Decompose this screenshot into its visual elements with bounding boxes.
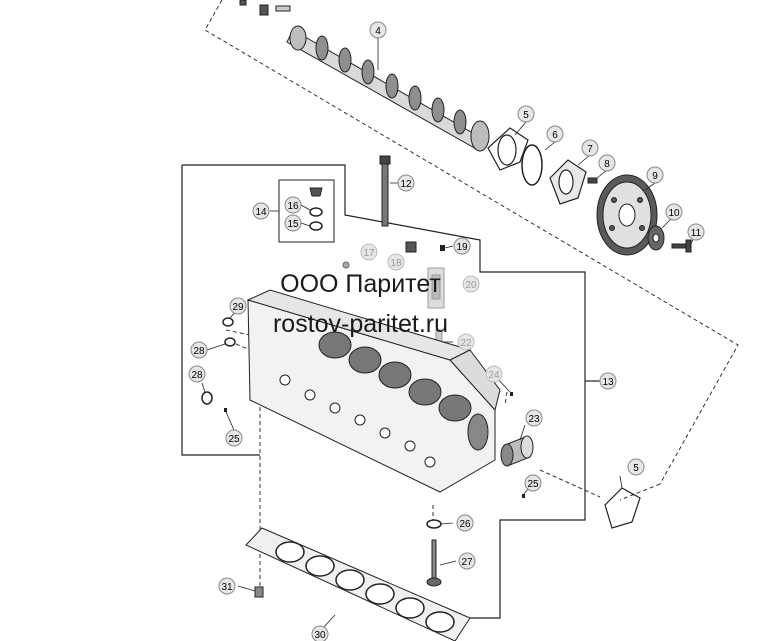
callout-20: 20 [462,275,480,293]
callout-27: 27 [458,552,476,570]
callout-29: 29 [229,297,247,315]
svg-text:9: 9 [652,171,658,182]
group-bracket-lines [181,164,600,619]
svg-text:14: 14 [255,207,267,218]
callout-25-right: 25 [524,474,542,492]
seal-29 [222,317,234,327]
callout-5-right: 5 [627,458,645,476]
callout-5-top: 5 [517,105,535,123]
bolt-8 [587,177,598,184]
bolt-11 [671,239,692,253]
callout-17: 17 [360,243,378,261]
svg-text:25: 25 [527,479,539,490]
pin-24 [510,392,513,396]
svg-text:5: 5 [633,463,639,474]
svg-text:26: 26 [459,519,471,530]
svg-text:6: 6 [552,130,558,141]
watermark-website: rostov-paritet.ru [272,310,449,338]
svg-text:23: 23 [528,414,540,425]
svg-text:11: 11 [691,228,702,239]
callout-23: 23 [525,409,543,427]
svg-text:5: 5 [523,110,529,121]
small-fasteners-top [239,0,291,16]
camshaft [286,25,490,152]
thrust-plate-7 [549,159,587,205]
head-bolt-12 [379,155,391,227]
callout-18: 18 [387,253,405,271]
svg-text:8: 8 [604,159,610,170]
svg-text:19: 19 [456,242,468,253]
callout-16: 16 [284,196,302,214]
svg-text:22: 22 [460,338,472,349]
callout-bubbles: 4 5 6 7 8 9 10 11 12 13 14 16 15 17 18 1… [188,21,705,641]
callout-8: 8 [598,154,616,172]
sleeve-20 [427,267,445,309]
svg-text:24: 24 [488,370,500,381]
callout-19: 19 [453,237,471,255]
svg-text:25: 25 [228,434,240,445]
svg-text:27: 27 [461,557,473,568]
valve-27 [426,539,442,587]
bushing-23 [500,435,534,467]
sensor-18 [405,241,417,253]
callout-22: 22 [457,333,475,351]
callout-25-left: 25 [225,429,243,447]
callout-11: 11 [687,223,705,241]
callout-7: 7 [581,139,599,157]
watermark-company-name: ООО Паритет [280,270,441,298]
callout-31: 31 [218,577,236,595]
o-ring-28b [201,391,213,405]
svg-text:12: 12 [400,179,412,190]
svg-text:29: 29 [232,302,244,313]
callout-4: 4 [369,21,387,39]
svg-text:31: 31 [221,582,233,593]
callout-6: 6 [546,125,564,143]
cylinder-head-block [246,289,501,493]
gasket-5-right [604,487,641,529]
callout-24: 24 [485,365,503,383]
gasket-5-top [487,127,529,171]
svg-text:7: 7 [587,144,593,155]
callout-26: 26 [456,514,474,532]
plug-17 [342,261,350,269]
callout-13: 13 [599,372,617,390]
svg-text:20: 20 [465,280,477,291]
callout-28-b: 28 [188,365,206,383]
callout-9: 9 [646,166,664,184]
svg-text:15: 15 [287,219,299,230]
svg-text:10: 10 [668,208,680,219]
head-gasket-30 [245,527,471,641]
callout-14: 14 [252,202,270,220]
o-ring-6 [521,144,543,186]
plug-31 [254,586,264,598]
cam-gear-9 [596,174,658,256]
svg-text:4: 4 [375,26,381,37]
plug-19 [440,245,445,251]
callout-28-a: 28 [190,341,208,359]
svg-text:18: 18 [390,258,402,269]
svg-text:28: 28 [193,346,205,357]
svg-text:13: 13 [602,377,614,388]
valve-seal-26 [426,519,442,529]
o-ring-28a [224,337,236,347]
callout-10: 10 [665,203,683,221]
callout-15: 15 [284,214,302,232]
svg-text:17: 17 [363,248,375,259]
svg-text:16: 16 [287,201,299,212]
washer-10 [647,225,665,251]
callout-30: 30 [311,625,329,641]
svg-text:30: 30 [314,630,326,641]
pin-25a [224,408,227,412]
callout-12: 12 [397,174,415,192]
pin-25b [522,494,525,498]
svg-text:28: 28 [191,370,203,381]
